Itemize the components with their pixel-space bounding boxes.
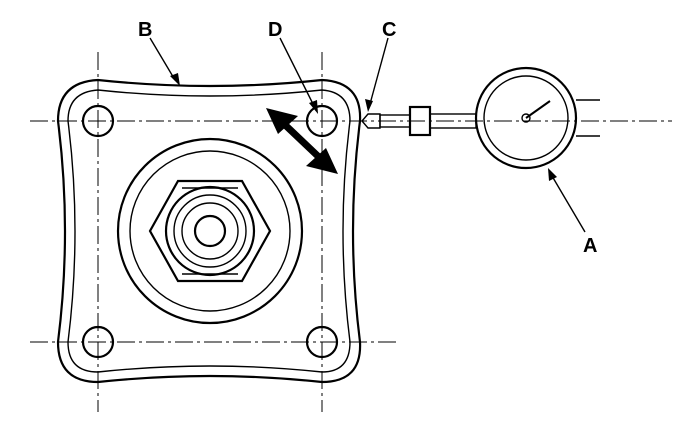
leader-lines <box>149 37 586 233</box>
dial-indicator-icon <box>361 66 600 170</box>
hub-inner-circle <box>129 150 291 312</box>
callout-label-c: C <box>382 19 396 41</box>
dial-center <box>521 113 531 123</box>
leader-a-arrowhead <box>548 168 557 181</box>
dial-face-outer <box>474 66 578 170</box>
hub-ring-outer <box>164 185 256 277</box>
leader-d-arrowhead <box>309 100 318 114</box>
leader-d <box>279 37 315 107</box>
bolt-hole-bottom-right <box>305 325 339 359</box>
flange-outline <box>56 78 362 384</box>
double-headed-arrow-icon <box>266 108 338 174</box>
hub <box>116 137 304 325</box>
hub-nut <box>148 179 272 283</box>
center-lines <box>30 52 672 412</box>
bolt-holes <box>81 104 339 359</box>
callout-label-a: A <box>583 235 597 257</box>
leader-a <box>551 175 586 233</box>
hub-ring-middle <box>173 194 247 268</box>
hub-outer-circle <box>116 137 304 325</box>
bolt-hole-top-right <box>305 104 339 138</box>
leader-c <box>369 37 389 105</box>
bolt-hole-top-left <box>81 104 115 138</box>
callout-label-d: D <box>268 19 282 41</box>
hub-ring-inner <box>181 202 239 260</box>
hub-center-bore <box>193 214 227 248</box>
bolt-hole-bottom-left <box>81 325 115 359</box>
callout-label-b: B <box>138 19 152 41</box>
flange-inner-outline <box>67 89 351 373</box>
leader-b <box>149 37 176 81</box>
dial-needle <box>525 100 551 119</box>
leader-c-arrowhead <box>365 99 373 112</box>
dial-face-inner <box>483 75 569 161</box>
leader-b-arrowhead <box>170 73 180 86</box>
